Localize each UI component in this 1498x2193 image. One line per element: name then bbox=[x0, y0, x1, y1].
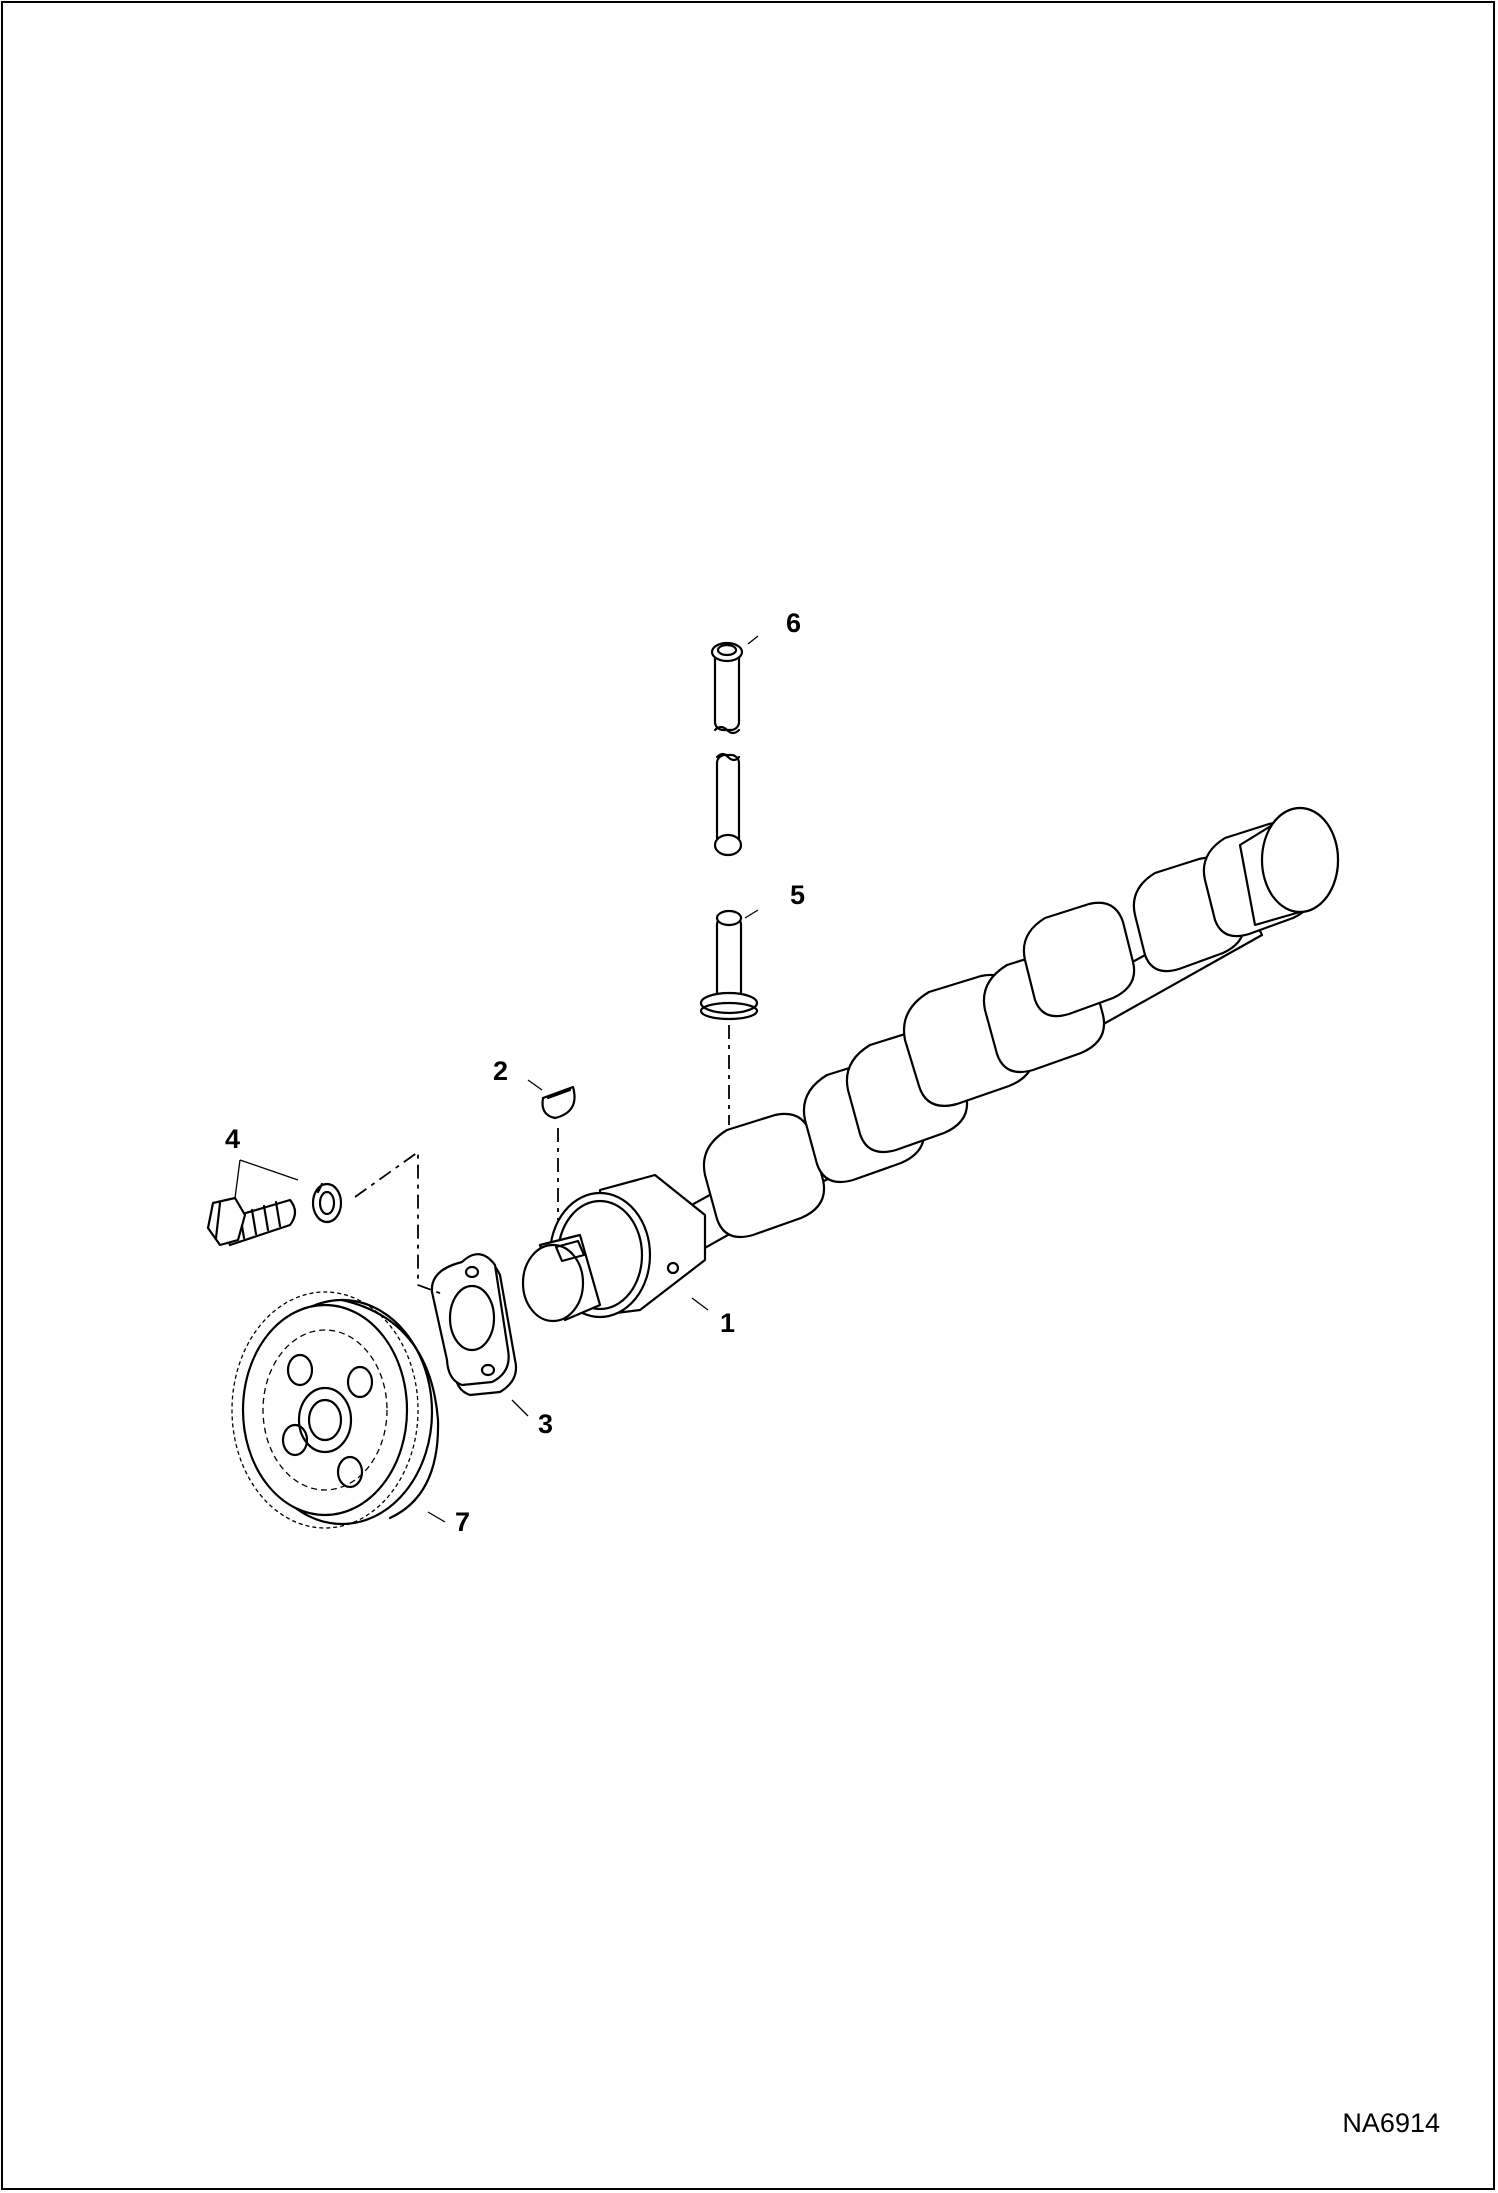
thrust-plate bbox=[430, 1253, 518, 1397]
cam-gear bbox=[231, 1291, 440, 1529]
woodruff-key bbox=[541, 1085, 576, 1220]
callout-2: 2 bbox=[493, 1056, 509, 1086]
callout-leaders bbox=[427, 635, 759, 1523]
callout-5: 5 bbox=[790, 880, 806, 910]
callout-6: 6 bbox=[786, 608, 802, 638]
callout-3: 3 bbox=[538, 1409, 554, 1439]
camshaft bbox=[521, 806, 1340, 1323]
push-rod bbox=[710, 641, 744, 857]
callout-7: 7 bbox=[455, 1507, 471, 1537]
callout-1: 1 bbox=[720, 1308, 736, 1338]
figure-id: NA6914 bbox=[1342, 2108, 1440, 2138]
callout-4: 4 bbox=[225, 1124, 241, 1154]
tappet bbox=[699, 909, 759, 1125]
bolt-and-washer bbox=[206, 1150, 446, 1296]
